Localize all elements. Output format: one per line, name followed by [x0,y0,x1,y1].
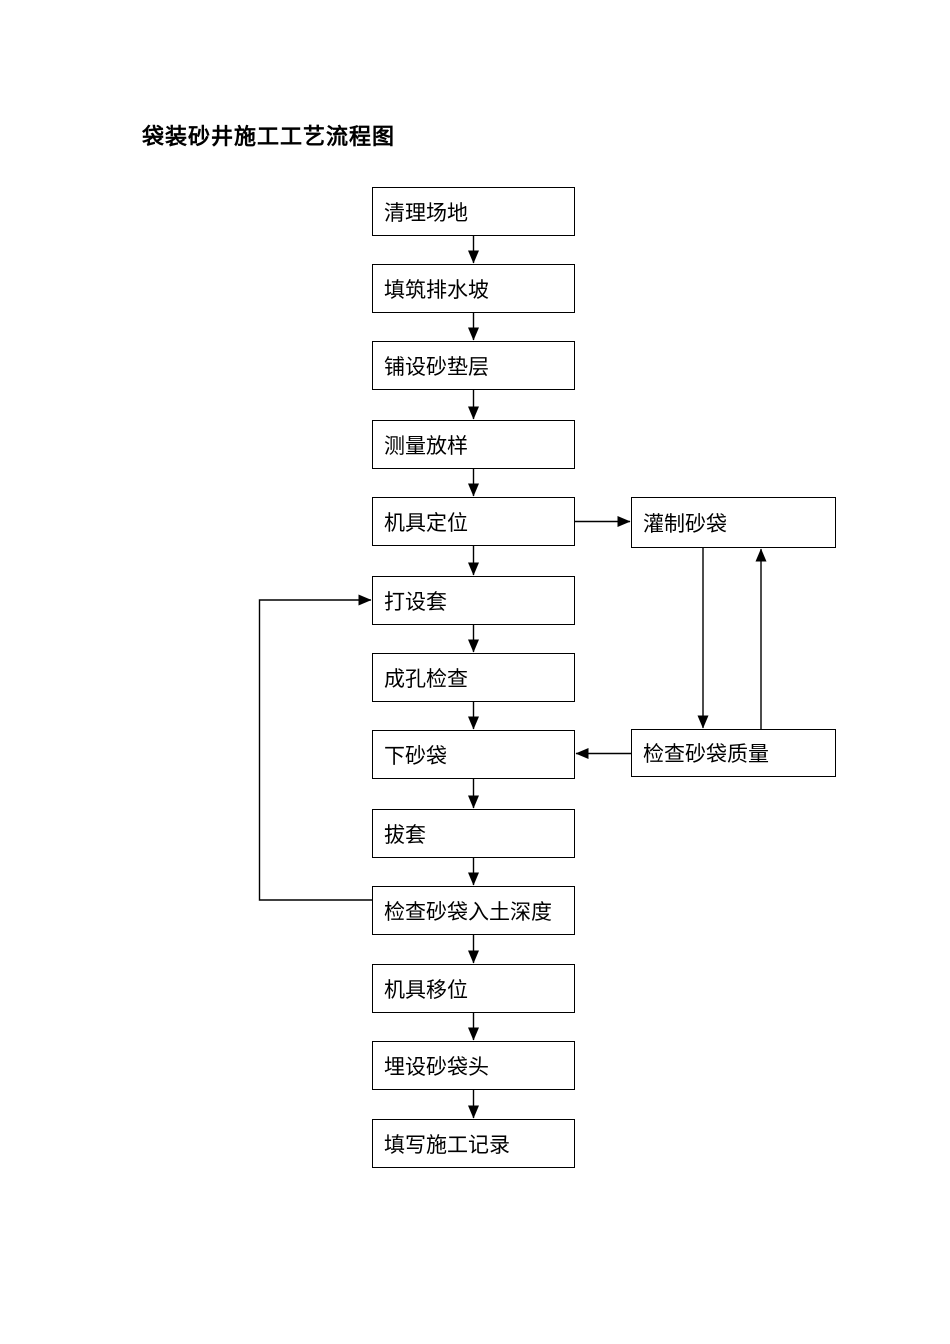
flow-step-label: 铺设砂垫层 [384,354,489,379]
step-lower-sandbag: 下砂袋 [372,730,575,779]
step-hole-inspection: 成孔检查 [372,653,575,702]
flow-step-label: 填筑排水坡 [384,277,489,302]
step-lay-sand-cushion: 铺设砂垫层 [372,341,575,390]
flow-step-label: 检查砂袋质量 [643,742,769,766]
step-build-drainage-slope: 填筑排水坡 [372,264,575,313]
step-rig-positioning: 机具定位 [372,497,575,546]
step-survey-setout: 测量放样 [372,420,575,469]
step-rig-relocation: 机具移位 [372,964,575,1013]
step-check-sandbag-depth: 检查砂袋入土深度 [372,886,575,935]
flow-step-label: 机具定位 [384,510,468,535]
flow-step-label: 灌制砂袋 [643,511,727,536]
flow-step-label: 拔套 [384,822,426,847]
flow-step-label: 填写施工记录 [384,1132,510,1157]
flow-step-label: 检查砂袋入土深度 [384,899,552,924]
flow-step-label: 成孔检查 [384,666,468,691]
flow-step-label: 测量放样 [384,433,468,458]
step-bury-sandbag-head: 埋设砂袋头 [372,1041,575,1090]
step-pull-casing: 拔套 [372,809,575,858]
page-title: 袋装砂井施工工艺流程图 [142,124,396,149]
flow-step-label: 机具移位 [384,977,468,1002]
arrow-check-depth-loop-to-drive-casing [258,594,372,901]
step-drive-casing: 打设套 [372,576,575,625]
flow-step-label: 埋设砂袋头 [384,1054,489,1079]
step-fill-sandbag: 灌制砂袋 [631,497,836,548]
flow-step-label: 清理场地 [384,200,468,225]
flow-step-label: 下砂袋 [384,743,447,768]
step-fill-construction-record: 填写施工记录 [372,1119,575,1168]
flow-step-label: 打设套 [384,589,447,614]
step-check-sandbag-quality: 检查砂袋质量 [631,729,836,777]
step-clear-site: 清理场地 [372,187,575,236]
